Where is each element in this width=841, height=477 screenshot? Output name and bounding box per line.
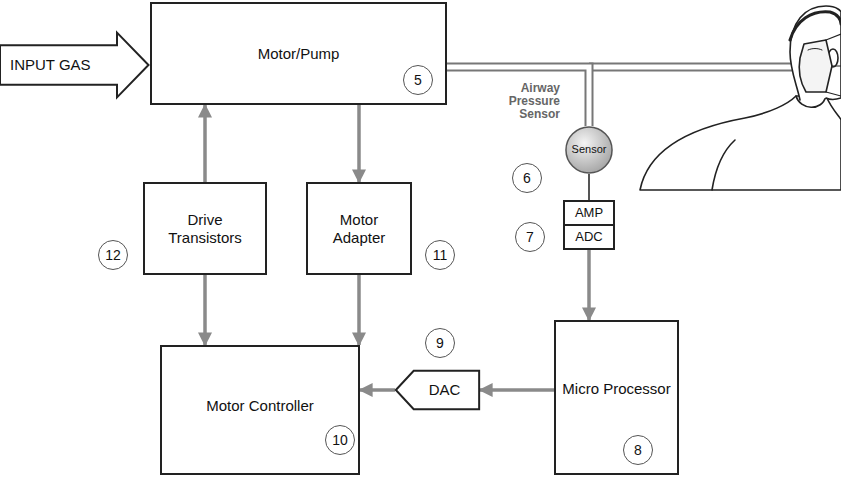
- process-box: Motor/Pump: [150, 2, 447, 105]
- node-label: ADC: [571, 229, 606, 245]
- node-label: INPUT GAS: [0, 56, 121, 74]
- signal-arrow: [205, 275, 206, 345]
- signal-arrow: [360, 390, 395, 391]
- node-label: Motor Controller: [202, 397, 318, 415]
- callout-number: 10: [325, 425, 355, 455]
- patient-figure: [640, 6, 841, 190]
- airway-tube: [589, 67, 807, 68]
- signal-arrow: [359, 275, 360, 345]
- signal-arrow: [205, 105, 206, 182]
- node-label: DAC: [411, 381, 465, 399]
- process-box: Micro Processor: [554, 320, 679, 475]
- callout-number: 6: [512, 163, 542, 193]
- node-label: Motor Adapter: [308, 211, 410, 247]
- process-box: Drive Transistors: [143, 182, 267, 275]
- callout-number: 5: [403, 65, 433, 95]
- node-label: Motor/Pump: [254, 45, 344, 63]
- node-label: Drive Transistors: [145, 211, 265, 247]
- callout-number: 11: [425, 240, 455, 270]
- amp-box: AMP: [563, 200, 615, 226]
- dac-shape: DAC: [395, 370, 480, 410]
- process-box: Motor Controller: [160, 345, 360, 475]
- node-label: AMP: [571, 205, 607, 221]
- node-label: Micro Processor: [558, 380, 674, 398]
- signal-arrow: [480, 390, 554, 391]
- signal-line: [589, 174, 590, 200]
- callout-number: 9: [425, 328, 455, 358]
- sensor-circle: Airway Pressure SensorSensor: [565, 126, 613, 174]
- callout-number: 8: [623, 435, 653, 465]
- signal-arrow: [589, 250, 590, 320]
- airway-tube: [447, 67, 589, 126]
- callout-number: 7: [515, 222, 545, 252]
- signal-arrow: [359, 105, 360, 182]
- process-box: Motor Adapter: [306, 182, 412, 275]
- input-arrow: INPUT GAS: [0, 32, 150, 98]
- node-label: Sensor: [572, 143, 607, 156]
- adc-box: ADC: [563, 224, 615, 250]
- callout-number: 12: [98, 240, 128, 270]
- sensor-heading: Airway Pressure Sensor: [500, 82, 560, 121]
